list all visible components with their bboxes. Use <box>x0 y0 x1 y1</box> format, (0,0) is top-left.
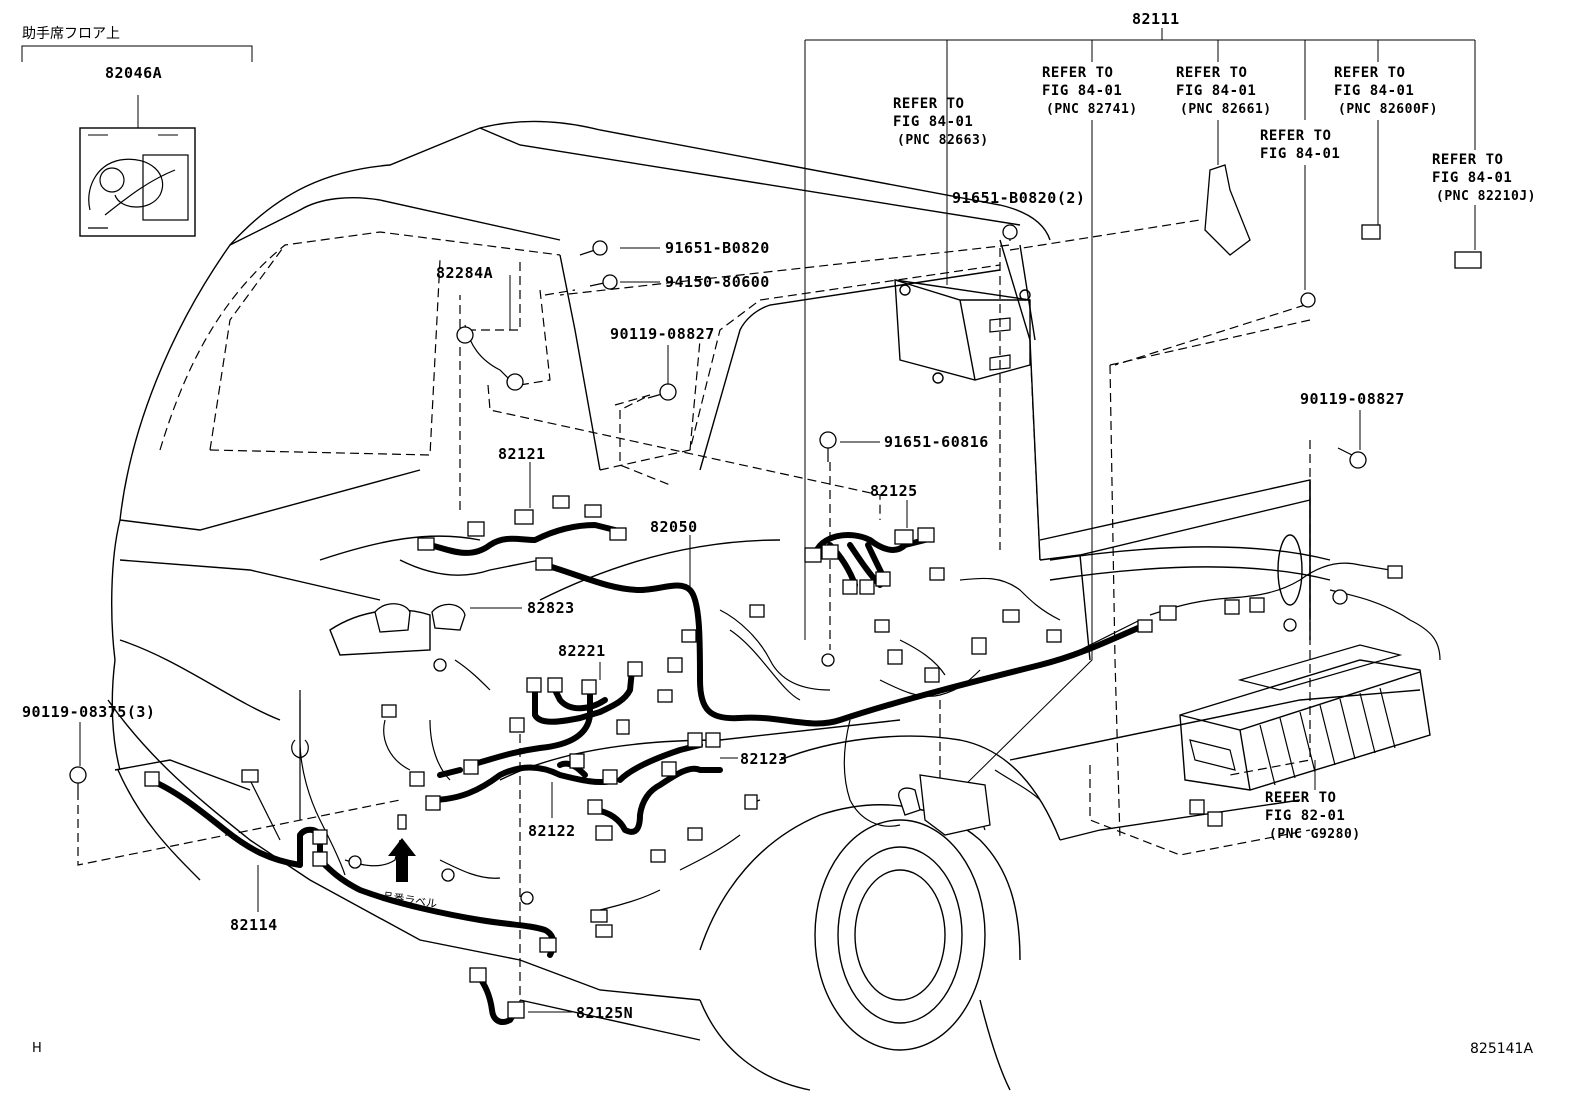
label-82823: 82823 <box>527 599 575 617</box>
harness-82114 <box>147 777 557 958</box>
bolt-91651-B0820-icon <box>579 240 608 256</box>
corner-mark: H <box>32 1041 42 1056</box>
refer-fig-84-01-pnc-82741: REFER TO FIG 84-01 (PNC 82741) <box>1042 65 1138 117</box>
svg-text:FIG 84-01: FIG 84-01 <box>1260 146 1340 162</box>
bolt-94150-80600-icon <box>589 274 618 290</box>
refer-fig-82-01-pnc-g9280: REFER TO FIG 82-01 (PNC G9280) <box>1265 790 1361 842</box>
svg-text:(PNC 82661): (PNC 82661) <box>1180 102 1272 117</box>
harness-82050 <box>542 562 1148 727</box>
svg-text:FIG 84-01: FIG 84-01 <box>1432 170 1512 186</box>
label-82125N: 82125N <box>576 1004 633 1022</box>
svg-text:(PNC 82600F): (PNC 82600F) <box>1338 102 1438 117</box>
label-90119-08827-b: 90119-08827 <box>1300 390 1405 408</box>
part-82046A-box <box>21 45 253 237</box>
label-82050: 82050 <box>650 518 698 536</box>
label-91651-B0820-2: 91651-B0820(2) <box>952 189 1085 207</box>
label-94150-80600: 94150-80600 <box>665 273 770 291</box>
labels: 助手席フロア上 82046A 82111 82284A 91651-B0820 … <box>22 10 1536 1057</box>
svg-text:REFER TO: REFER TO <box>893 96 964 112</box>
svg-text:(PNC 82741): (PNC 82741) <box>1046 102 1138 117</box>
label-82122: 82122 <box>528 822 576 840</box>
thin-wires <box>249 324 1441 911</box>
ecu-module <box>894 279 1031 384</box>
label-82123: 82123 <box>740 750 788 768</box>
figure-code: 825141A <box>1470 1041 1533 1057</box>
svg-text:FIG 84-01: FIG 84-01 <box>893 114 973 130</box>
svg-text:(PNC 82663): (PNC 82663) <box>897 133 989 148</box>
refer-fig-84-01-pnc-82663: REFER TO FIG 84-01 (PNC 82663) <box>893 96 989 148</box>
label-82125: 82125 <box>870 482 918 500</box>
svg-text:FIG 84-01: FIG 84-01 <box>1176 83 1256 99</box>
svg-text:FIG 84-01: FIG 84-01 <box>1334 83 1414 99</box>
harness-82121 <box>427 522 618 556</box>
svg-text:(PNC 82210J): (PNC 82210J) <box>1436 189 1536 204</box>
bolts <box>69 240 1367 800</box>
bolt-90119-08375-icon <box>69 766 87 800</box>
label-82284A: 82284A <box>436 264 493 282</box>
svg-text:FIG 84-01: FIG 84-01 <box>1042 83 1122 99</box>
svg-text:REFER TO: REFER TO <box>1260 128 1331 144</box>
harness-82221 <box>467 667 635 768</box>
label-90119-08827-a: 90119-08827 <box>610 325 715 343</box>
label-82121: 82121 <box>498 445 546 463</box>
up-arrow-icon <box>388 838 416 882</box>
svg-text:REFER TO: REFER TO <box>1432 152 1503 168</box>
label-91651-60816: 91651-60816 <box>884 433 989 451</box>
refer-fig-84-01-pnc-82661: REFER TO FIG 84-01 (PNC 82661) <box>1176 65 1272 117</box>
note-passenger-floor: 助手席フロア上 <box>22 26 120 42</box>
label-91651-B0820: 91651-B0820 <box>665 239 770 257</box>
label-82046A: 82046A <box>105 64 162 82</box>
harness-82125N <box>475 972 518 1025</box>
relay-block <box>1179 644 1431 791</box>
svg-text:REFER TO: REFER TO <box>1042 65 1113 81</box>
label-90119-08375-3: 90119-08375(3) <box>22 703 155 721</box>
connectors <box>144 214 1482 1019</box>
harness-82125 <box>812 532 928 588</box>
svg-text:REFER TO: REFER TO <box>1265 790 1336 806</box>
refer-fig-84-01: REFER TO FIG 84-01 <box>1260 128 1340 162</box>
label-82221: 82221 <box>558 642 606 660</box>
wire-harnesses <box>147 522 1148 1025</box>
label-82114: 82114 <box>230 916 278 934</box>
bolt-91651-60816-icon <box>819 431 837 462</box>
svg-text:FIG 82-01: FIG 82-01 <box>1265 808 1345 824</box>
refer-fig-84-01-pnc-82210J: REFER TO FIG 84-01 (PNC 82210J) <box>1432 152 1536 204</box>
svg-text:REFER TO: REFER TO <box>1334 65 1405 81</box>
grommets <box>348 164 1348 905</box>
label-82111: 82111 <box>1132 10 1180 28</box>
bolt-90119-08827-a-icon <box>647 383 677 401</box>
refer-fig-84-01-pnc-82600F: REFER TO FIG 84-01 (PNC 82600F) <box>1334 65 1438 117</box>
svg-text:REFER TO: REFER TO <box>1176 65 1247 81</box>
label-leaders <box>79 247 1361 1013</box>
svg-text:(PNC G9280): (PNC G9280) <box>1269 827 1361 842</box>
bolt-90119-08827-b-icon <box>1337 447 1367 469</box>
